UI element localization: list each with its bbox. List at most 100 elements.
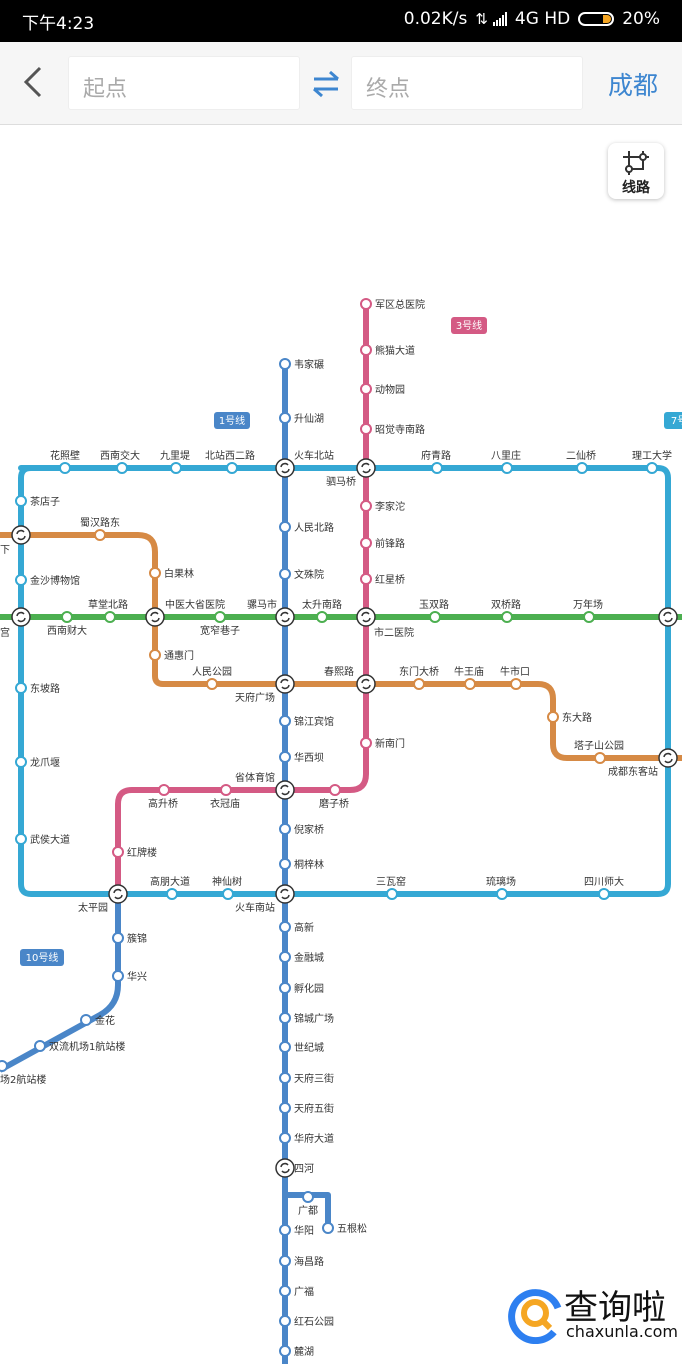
station-label[interactable]: 双桥路 xyxy=(491,598,521,611)
station-dot[interactable] xyxy=(510,678,522,690)
station-dot[interactable] xyxy=(279,823,291,835)
station-dot[interactable] xyxy=(279,1255,291,1267)
station-dot[interactable] xyxy=(279,1285,291,1297)
transfer-station-icon[interactable] xyxy=(356,674,376,694)
station-label[interactable]: 华府大道 xyxy=(294,1132,334,1145)
station-dot[interactable] xyxy=(279,858,291,870)
station-label[interactable]: 省体育馆 xyxy=(235,771,275,784)
station-label[interactable]: 二仙桥 xyxy=(566,449,596,462)
station-dot[interactable] xyxy=(464,678,476,690)
station-label[interactable]: 中医大省医院 xyxy=(165,598,225,611)
station-dot[interactable] xyxy=(112,932,124,944)
station-label[interactable]: 三瓦窑 xyxy=(376,875,406,888)
station-label[interactable]: 九里堤 xyxy=(160,450,190,462)
station-dot[interactable] xyxy=(322,1222,334,1234)
start-input[interactable]: 起点 xyxy=(68,56,300,110)
station-dot[interactable] xyxy=(214,611,226,623)
station-label[interactable]: 新南门 xyxy=(375,737,405,750)
station-dot[interactable] xyxy=(429,611,441,623)
station-dot[interactable] xyxy=(226,462,238,474)
city-selector[interactable]: 成都 xyxy=(607,71,658,100)
station-label[interactable]: 草堂北路 xyxy=(88,598,128,611)
station-dot[interactable] xyxy=(166,888,178,900)
station-dot[interactable] xyxy=(329,784,341,796)
transfer-station-icon[interactable] xyxy=(658,748,678,768)
station-label[interactable]: 锦江宾馆 xyxy=(294,715,334,728)
station-dot[interactable] xyxy=(149,649,161,661)
station-dot[interactable] xyxy=(220,784,232,796)
station-label[interactable]: 华兴 xyxy=(127,970,147,983)
station-dot[interactable] xyxy=(360,344,372,356)
station-dot[interactable] xyxy=(59,462,71,474)
station-dot[interactable] xyxy=(547,711,559,723)
station-dot[interactable] xyxy=(279,358,291,370)
station-label[interactable]: 红牌楼 xyxy=(127,846,157,859)
station-label[interactable]: 白果林 xyxy=(164,567,194,580)
station-label[interactable]: 高升桥 xyxy=(148,797,178,810)
station-label[interactable]: 东门大桥 xyxy=(399,665,439,678)
station-label[interactable]: 万年场 xyxy=(573,598,603,611)
station-label[interactable]: 磨子桥 xyxy=(319,798,349,810)
transfer-station-icon[interactable] xyxy=(275,458,295,478)
station-label[interactable]: 金沙博物馆 xyxy=(30,574,80,587)
station-dot[interactable] xyxy=(360,298,372,310)
station-dot[interactable] xyxy=(104,611,116,623)
station-dot[interactable] xyxy=(15,495,27,507)
station-label[interactable]: 龙爪堰 xyxy=(30,756,60,769)
station-dot[interactable] xyxy=(279,521,291,533)
transfer-station-icon[interactable] xyxy=(145,607,165,627)
station-dot[interactable] xyxy=(279,921,291,933)
station-dot[interactable] xyxy=(501,611,513,623)
station-label[interactable]: 动物园 xyxy=(375,383,405,396)
station-label[interactable]: 倪家桥 xyxy=(294,823,324,836)
station-label[interactable]: 熊猫大道 xyxy=(375,344,415,357)
station-label[interactable]: 升仙湖 xyxy=(294,412,324,425)
station-dot[interactable] xyxy=(279,1012,291,1024)
station-dot[interactable] xyxy=(279,751,291,763)
station-dot[interactable] xyxy=(413,678,425,690)
station-dot[interactable] xyxy=(360,537,372,549)
transfer-station-icon[interactable] xyxy=(11,607,31,627)
station-label[interactable]: 通惠门 xyxy=(164,649,194,662)
station-dot[interactable] xyxy=(598,888,610,900)
line-badge-label[interactable]: 10号线 xyxy=(26,951,59,964)
station-label[interactable]: 高新 xyxy=(294,921,314,934)
swap-icon[interactable] xyxy=(310,70,342,98)
station-label[interactable]: 塔子山公园 xyxy=(574,739,624,752)
station-dot[interactable] xyxy=(431,462,443,474)
station-label[interactable]: 四河 xyxy=(294,1163,314,1175)
station-label[interactable]: 天府三街 xyxy=(294,1072,334,1085)
transfer-station-icon[interactable] xyxy=(275,1158,295,1178)
station-label-partial[interactable]: 宫 xyxy=(0,626,10,639)
station-label[interactable]: 军区总医院 xyxy=(375,298,425,311)
transfer-station-icon[interactable] xyxy=(356,458,376,478)
station-label[interactable]: 太升南路 xyxy=(302,598,342,611)
station-label[interactable]: 前锋路 xyxy=(375,537,405,550)
station-dot[interactable] xyxy=(360,573,372,585)
station-label[interactable]: 北站西二路 xyxy=(205,449,255,462)
station-dot[interactable] xyxy=(302,1191,314,1203)
station-dot[interactable] xyxy=(0,1060,8,1072)
transfer-station-icon[interactable] xyxy=(275,607,295,627)
station-dot[interactable] xyxy=(15,574,27,586)
station-label[interactable]: 骡马市 xyxy=(247,598,277,611)
end-input[interactable]: 终点 xyxy=(351,56,583,110)
station-dot[interactable] xyxy=(279,1132,291,1144)
route-lines-button[interactable]: 线路 xyxy=(608,143,664,199)
station-label[interactable]: 牛市口 xyxy=(500,665,530,678)
station-label[interactable]: 东坡路 xyxy=(30,682,60,695)
transfer-station-icon[interactable] xyxy=(658,607,678,627)
station-label[interactable]: 牛王庙 xyxy=(454,665,484,678)
station-label[interactable]: 海昌路 xyxy=(294,1255,324,1268)
station-label[interactable]: 锦城广场 xyxy=(294,1012,334,1025)
station-label[interactable]: 火车北站 xyxy=(294,449,334,462)
line-badge-label[interactable]: 1号线 xyxy=(219,414,245,427)
station-dot[interactable] xyxy=(496,888,508,900)
station-dot[interactable] xyxy=(279,1224,291,1236)
station-label[interactable]: 华西坝 xyxy=(294,751,324,764)
station-label[interactable]: 宽窄巷子 xyxy=(200,624,240,637)
station-dot[interactable] xyxy=(15,682,27,694)
station-dot[interactable] xyxy=(279,568,291,580)
station-dot[interactable] xyxy=(316,611,328,623)
station-label[interactable]: 麓湖 xyxy=(294,1345,314,1358)
